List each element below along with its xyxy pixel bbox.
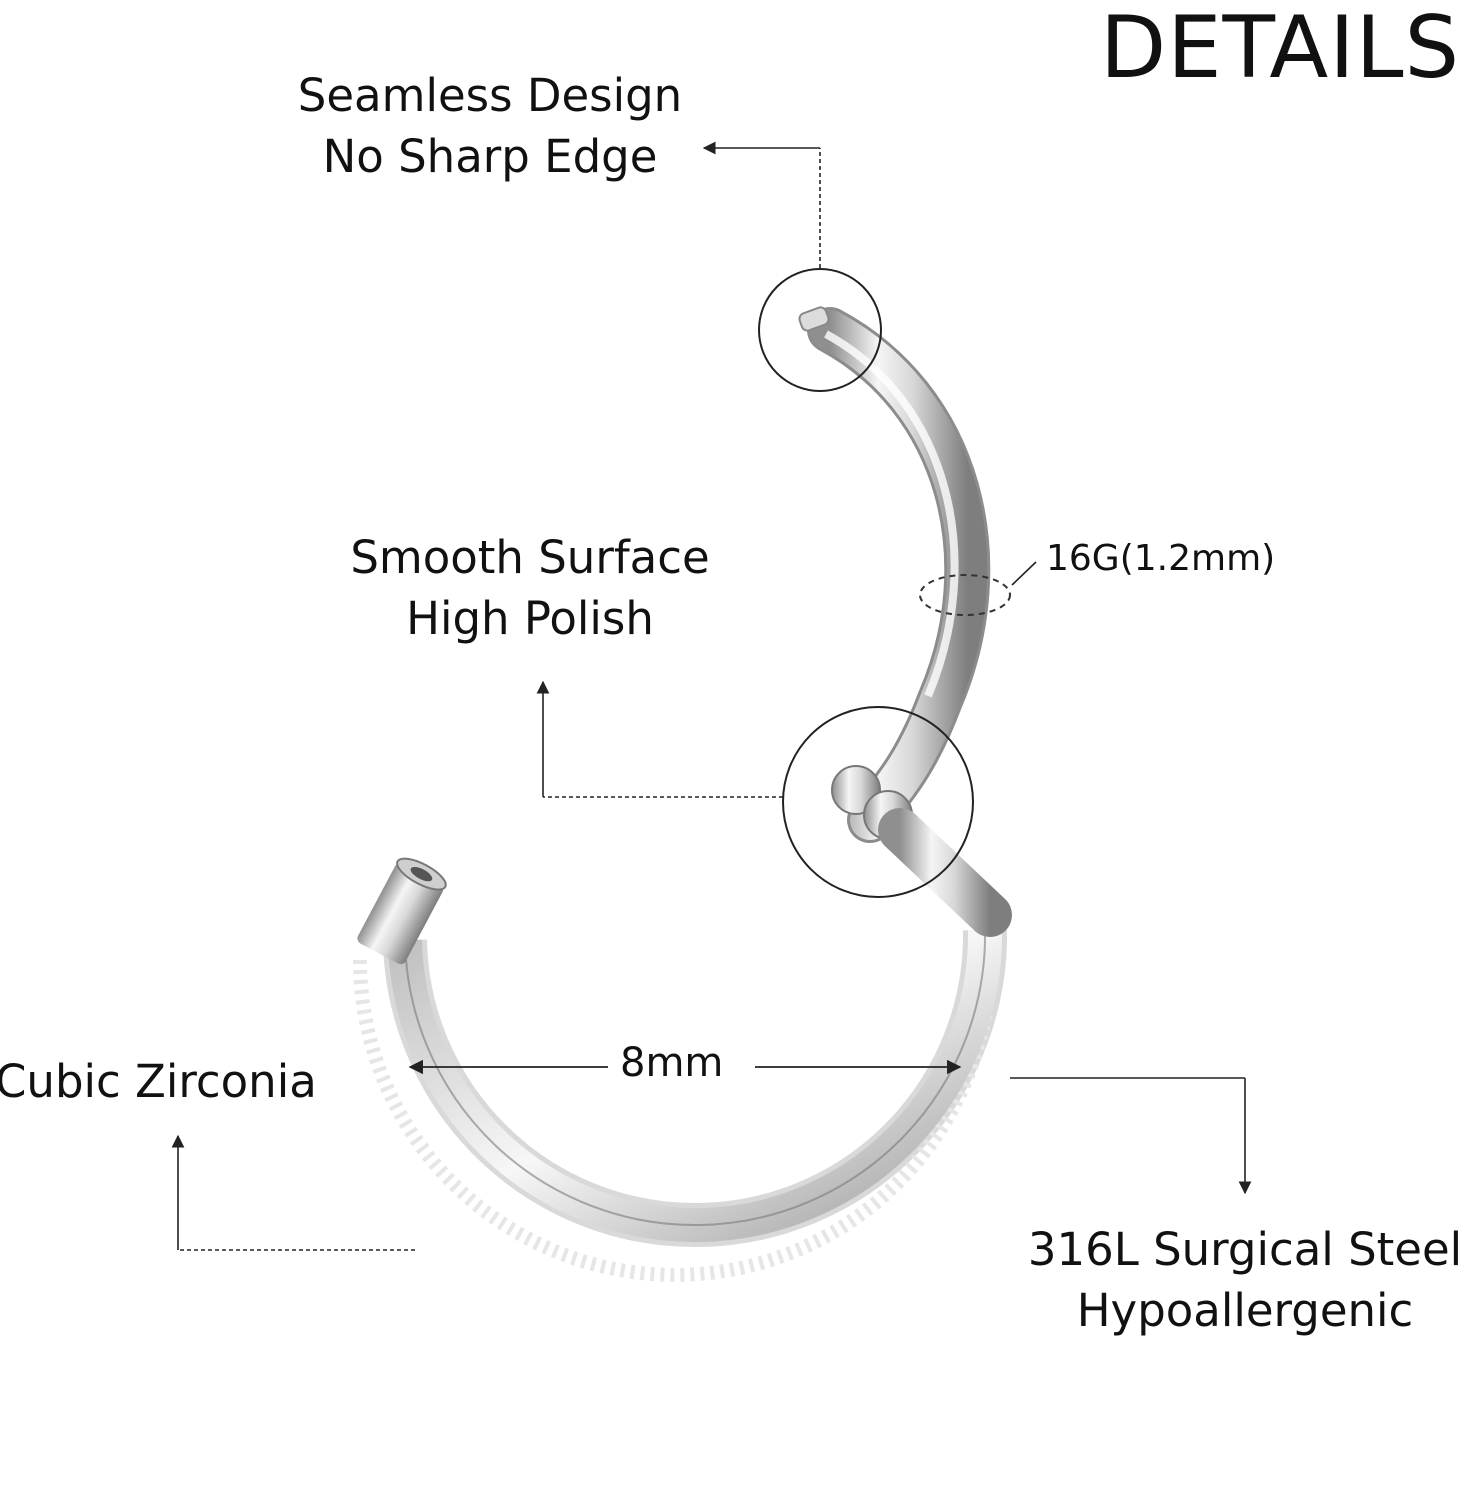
callout-line: No Sharp Edge: [322, 129, 658, 183]
diameter-measurement: 8mm: [612, 1040, 732, 1086]
callout-line: Seamless Design: [297, 69, 683, 122]
detail-ellipse-gauge: [919, 574, 1011, 616]
leader-gauge: [1011, 561, 1037, 586]
ring-bottom-hoop: [353, 929, 1008, 1282]
ring-hinged-segment: [798, 306, 991, 843]
leader-zirconia: [171, 1134, 415, 1251]
callout-seamless-design: Seamless Design No Sharp Edge: [290, 66, 690, 188]
leader-steel: [1010, 1077, 1252, 1195]
callout-line: Smooth Surface: [350, 531, 710, 584]
callout-line: Cubic Zirconia: [0, 1055, 317, 1108]
callout-surgical-steel: 316L Surgical Steel Hypoallergenic: [1020, 1220, 1467, 1342]
detail-circle-tip: [758, 268, 882, 392]
page-title: DETAILS: [1100, 0, 1461, 98]
leader-seamless: [702, 141, 821, 268]
ring-open-end: [357, 857, 447, 965]
callout-line: Hypoallergenic: [1076, 1283, 1414, 1337]
callout-line: 316L Surgical Steel: [1027, 1223, 1463, 1276]
ring-hinge: [831, 765, 1012, 937]
gauge-measurement: 16G(1.2mm): [1046, 538, 1276, 579]
detail-circle-hinge: [782, 706, 974, 898]
callout-smooth-surface: Smooth Surface High Polish: [330, 528, 730, 650]
leader-smooth: [536, 680, 783, 798]
callout-line: High Polish: [406, 591, 654, 645]
callout-cubic-zirconia: Cubic Zirconia: [0, 1052, 325, 1113]
